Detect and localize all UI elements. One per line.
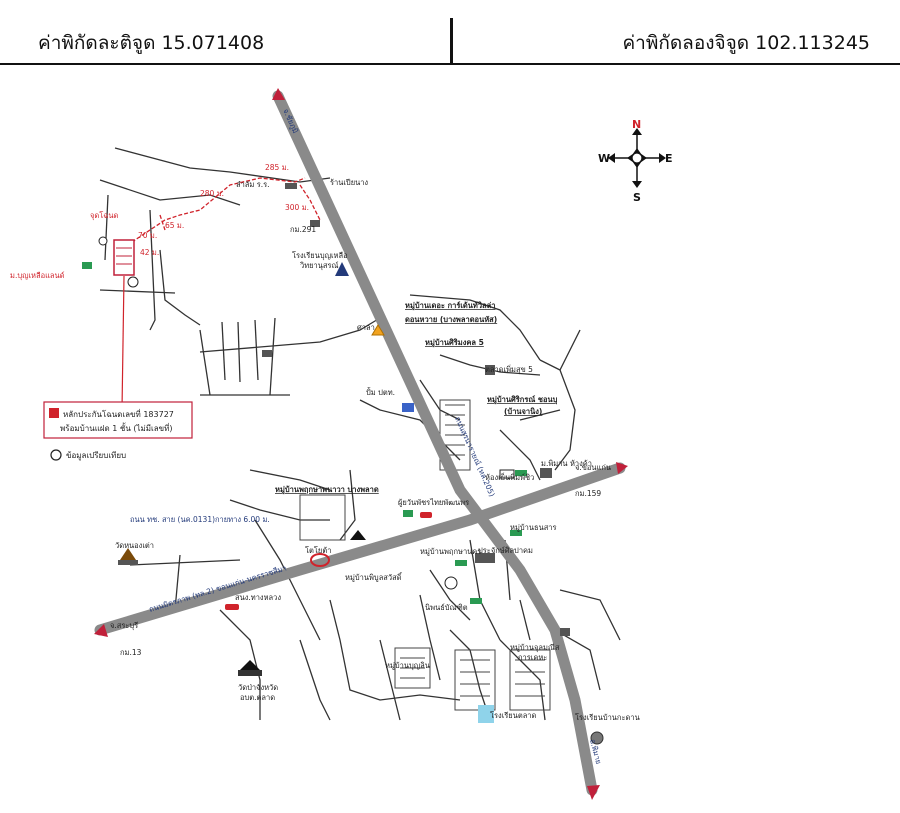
temple-icon [335, 262, 349, 276]
bank-label: ห้องเย็นพิมพ์ชิว [485, 472, 534, 482]
wat-label: วัดหนองเต่า [115, 541, 154, 550]
village-b-label: หมู่บ้านเดอะ การ์เด้นท์วิลล่า [405, 301, 495, 311]
highways [94, 90, 626, 796]
village-h-label: หมู่บ้านธนสาร [510, 523, 557, 532]
latitude-label: ค่าพิกัดละติจูด 15.071408 [38, 32, 265, 54]
house-icon-h [285, 183, 297, 189]
header-divider [450, 18, 453, 64]
east-arrow-head [616, 462, 628, 474]
km-13-label: กม.13 [120, 648, 142, 657]
legend-marker-label: หลักประกันโฉนดเลขที่ 183727 [63, 408, 174, 419]
legend-compare-icon [50, 449, 62, 461]
village-g-label: หมู่บ้านพิบูลสวัสดิ์ [345, 572, 403, 582]
compass-east: E [665, 152, 673, 165]
car-icon-1 [420, 512, 432, 518]
toyota-label: โตโยต้า [305, 546, 331, 555]
road-note-label: ถนน ทช. สาย (นค.0131)กายทาง 6.00 ม. [130, 515, 270, 524]
gov-label: สนง.ทางหลวง [235, 593, 281, 602]
market-icon [485, 365, 495, 375]
local-roads [99, 147, 621, 721]
header-rule [0, 63, 900, 65]
house-icon-c [403, 510, 413, 517]
shop-1-label: ร้านเปียนาง [330, 178, 368, 187]
compass-west: W [598, 152, 610, 165]
compass-rose: N S W E [598, 118, 673, 204]
dir-khonkaen-label: จ.ขอนแก่น [575, 463, 611, 472]
apartment-icon [560, 628, 570, 636]
temple-sub-label: วิทยานุสรณ์ [299, 261, 338, 270]
compass-south: S [633, 191, 641, 204]
village-f-label: หมู่บ้านพฤกษานคร [420, 547, 481, 556]
mall-label: ม.พิมาน ห้างค้า [541, 459, 592, 468]
dist-70: 70 ม. [138, 231, 157, 240]
village-j-label: หมู่บ้านจุลมณีส [510, 643, 560, 652]
nomination-label: นิพนธ์บัณฑิต [425, 603, 468, 612]
legend-box: หลักประกันโฉนดเลขที่ 183727 พร้อมบ้านแฝด… [43, 401, 193, 461]
compass-north: N [632, 118, 641, 131]
dist-285: 285 ม. [265, 163, 289, 172]
car-icon-2 [225, 604, 239, 610]
nursery-label: ศาลา [357, 323, 375, 332]
temple-label: โรงเรียนบุญเหลือ [292, 251, 348, 260]
pond-icon [478, 705, 494, 723]
hospital-label: โรงเรียนบ้านกะดาน [575, 713, 640, 722]
house-icon-a [262, 350, 272, 357]
start-point-label: จุดโฉนด [90, 211, 119, 220]
house-icon-e [510, 530, 522, 536]
west-arrow-head [94, 624, 108, 637]
house-icon-i [310, 220, 320, 227]
map-icons [82, 183, 604, 745]
house-icon-f [515, 470, 527, 476]
toyota-icon [310, 553, 330, 567]
temple2-sub-label: อบต.ตลาด [240, 693, 275, 702]
village-b2-label: ดอนหวาย (บางพลาดอนหัส) [405, 315, 497, 324]
coordinate-header: ค่าพิกัดละติจูด 15.071408 ค่าพิกัดลองจิจ… [0, 0, 900, 68]
house-icon-g [455, 560, 467, 566]
gas-label: ปั้ม ปตท. [366, 387, 395, 397]
village-d-label: หมู่บ้านศิริกรณ์ ชอนบุ [487, 395, 558, 405]
gas-icon [402, 403, 414, 412]
south-arrow-head [587, 785, 600, 800]
village-e-label: หมู่บ้านพฤกษาพนาวา บางพลาด [275, 485, 379, 495]
subject-parcel [98, 236, 139, 411]
dist-65: 65 ม. [165, 221, 184, 230]
school2-label: ผู้ยวันพัชรไทยพัฒนพร [398, 498, 469, 507]
ref-1-label: ลำลัม ร.ร. [236, 180, 270, 189]
mosque-icon [240, 660, 260, 670]
school3-label: ประจักษ์ศิลปาคม [478, 546, 533, 555]
hospital-icon [590, 731, 604, 745]
km-291-label: กม.291 [290, 225, 316, 234]
legend-compare-label: ข้อมูลเปรียบเทียบ [66, 451, 126, 461]
warning-icon [371, 324, 385, 336]
highway-arrows [94, 88, 628, 800]
wat-icon [120, 548, 136, 560]
longitude-label: ค่าพิกัดลองจิจูด 102.113245 [622, 32, 870, 54]
house-icon-d [470, 598, 482, 604]
village-d2-label: (บ้านจานิง) [504, 407, 542, 416]
village-i-label: หมู่บ้านบุญลิน [385, 661, 430, 670]
temple2-label: วัดป่าจังหวัด [238, 683, 278, 692]
school4-label: โรงเรียนตลาด [490, 711, 537, 720]
legend-marker-sublabel: พร้อมบ้านแฝด 1 ชั้น (ไม่มีเลขที่) [60, 422, 173, 433]
bank-icon [540, 468, 552, 478]
distance-route [127, 177, 321, 248]
highway-label: ถนนมิตรภาพ (ทล.2) ขอนแก่น-นครราชสีมา [148, 563, 288, 613]
dist-300: 300 ม. [285, 203, 309, 212]
village-a-label: ม.บุญเหลือแลนด์ [10, 271, 65, 280]
km-159-label: กม.159 [575, 489, 601, 498]
school-icon [499, 469, 515, 479]
legend-marker-icon [49, 408, 59, 418]
market-label: ตลาดเพิ่มสุข 5 [485, 364, 533, 374]
dir-saraburi-label: จ.สระบุรี [110, 621, 138, 630]
house-icon-b [82, 262, 92, 269]
village-c-label: หมู่บ้านศิริมงคล 5 [425, 338, 484, 348]
north-arrow-head [272, 88, 285, 100]
shrine-icon [350, 530, 366, 540]
village-j2-label: การเคหะ [518, 653, 547, 662]
bank-icon-2 [475, 553, 495, 563]
dist-42: 42 ม. [140, 248, 159, 257]
location-map: หลักประกันโฉนดเลขที่ 183727 พร้อมบ้านแฝด… [0, 68, 900, 809]
dist-280: 280 ม. [200, 189, 224, 198]
